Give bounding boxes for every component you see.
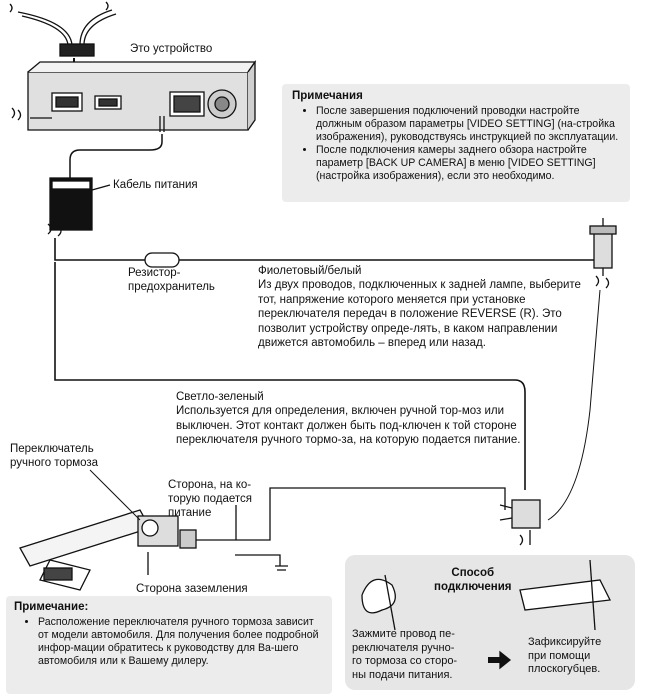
fuse-resistor-label: Резистор- предохранитель: [128, 267, 215, 293]
head-unit: [11, 59, 257, 131]
harness-connector: [59, 43, 95, 57]
violet-white-title: Фиолетовый/белый: [258, 265, 362, 277]
device-label: Это устройство: [130, 43, 213, 55]
note-bottom-item: Расположение переключателя ручного тормо…: [38, 616, 324, 668]
violet-white-block: Фиолетовый/белый Из двух проводов, подкл…: [258, 264, 588, 350]
splice-connector-top: [589, 218, 617, 289]
harness-wires-top: [9, 1, 117, 46]
notes-top-item: После завершения подключений проводки на…: [316, 105, 620, 144]
method-step2: Зафиксируйте при помощи плоскогубцев.: [528, 636, 602, 675]
method-title: Способ подключения: [434, 567, 512, 593]
note-bottom-title: Примечание:: [14, 601, 89, 613]
ground-side-label: Сторона заземления: [136, 583, 248, 595]
splice-connector-bottom: [499, 499, 541, 546]
power-cable-label: Кабель питания: [113, 179, 198, 191]
fuse-resistor: [144, 252, 180, 268]
violet-white-text: Из двух проводов, подключенных к задней …: [258, 279, 581, 350]
powered-side-label: Сторона, на ко- торую подается питание: [168, 479, 252, 519]
light-green-block: Светло-зеленый Используется для определе…: [176, 390, 524, 448]
notes-top-item: После подключения камеры заднего обзора …: [316, 144, 620, 183]
light-green-title: Светло-зеленый: [176, 391, 264, 403]
brake-switch-label: Переключатель ручного тормоза: [10, 443, 99, 469]
handbrake-illustration: [19, 469, 197, 591]
light-green-text: Используется для определения, включен ру…: [176, 405, 521, 447]
method-step1: Зажмите провод пе- реключателя ручно- го…: [352, 628, 458, 681]
note-bottom: Примечание: Расположение переключателя р…: [6, 596, 332, 694]
notes-top: Примечания После завершения подключений …: [282, 84, 630, 202]
notes-top-title: Примечания: [292, 90, 363, 102]
